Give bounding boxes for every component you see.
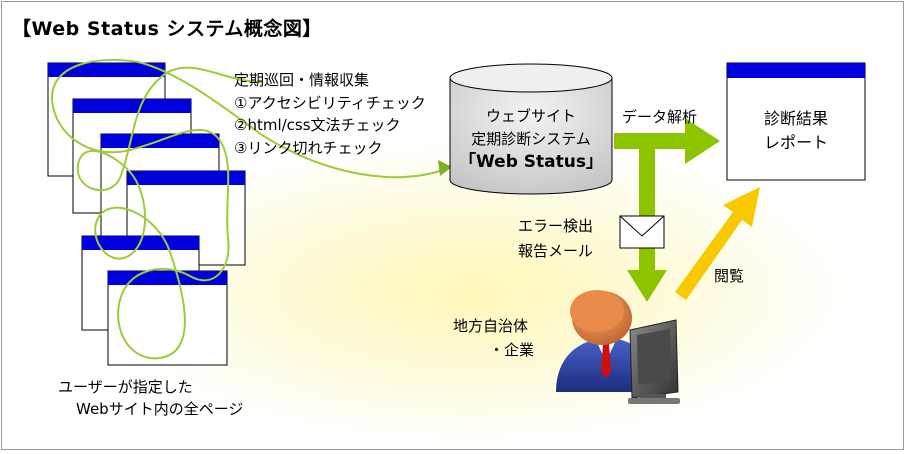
step-item: ③リンク切れチェック (234, 138, 383, 157)
user-line: 地方自治体 (453, 317, 529, 335)
error-mail-label: エラー検出 報告メール (518, 214, 593, 264)
pages-line: Webサイト内の全ページ (76, 400, 244, 418)
analysis-arrow (614, 118, 720, 164)
user-label: 地方自治体 ・企業 (453, 314, 534, 362)
step-item: ①アクセシビリティチェック (234, 93, 426, 112)
crawl-arrowhead (438, 160, 452, 176)
data-analysis-label: データ解析 (622, 108, 698, 126)
pages-label: ユーザーが指定した Webサイト内の全ページ (58, 376, 243, 420)
user-at-computer-icon (556, 290, 680, 404)
crawl-steps: 定期巡回・情報収集 ①アクセシビリティチェック ②html/css文法チェック … (234, 69, 426, 159)
crawl-path (50, 58, 444, 360)
database-cylinder-icon (449, 63, 613, 195)
view-label: 閲覧 (714, 267, 745, 285)
pages-line: ユーザーが指定した (58, 378, 193, 396)
report-label: 診断結果 レポート (727, 107, 865, 155)
error-mail-line: 報告メール (518, 242, 594, 260)
error-mail-line: エラー検出 (518, 217, 594, 235)
system-line: ウェブサイト (485, 107, 576, 125)
system-label: ウェブサイト 定期診断システム 「Web Status」 (450, 105, 612, 174)
system-name: 「Web Status」 (459, 152, 603, 172)
report-window (726, 62, 866, 181)
step-item: ②html/css文法チェック (234, 116, 401, 134)
user-line: ・企業 (489, 341, 535, 359)
system-line: 定期診断システム (471, 130, 591, 148)
mail-icon (619, 215, 665, 249)
view-arrow (675, 187, 760, 300)
steps-heading: 定期巡回・情報収集 (234, 71, 370, 89)
report-line: レポート (763, 133, 828, 152)
diagram-title: 【Web Status システム概念図】 (12, 18, 322, 40)
report-line: 診断結果 (763, 109, 828, 128)
